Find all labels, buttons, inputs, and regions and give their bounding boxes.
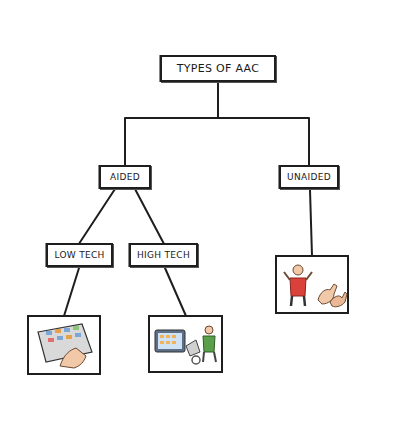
node-label: HIGH TECH	[137, 250, 190, 260]
unaided-picture	[276, 256, 348, 313]
tree-connector	[80, 189, 116, 243]
category-box: AIDED	[99, 165, 151, 189]
node-label: UNAIDED	[287, 172, 331, 182]
high-tech-picture	[149, 316, 222, 372]
node-label: TYPES OF AAC	[177, 62, 259, 75]
node-label: LOW TECH	[54, 250, 104, 260]
tree-connector	[135, 189, 164, 243]
root-box: TYPES OF AAC	[160, 55, 276, 82]
subcategory-box: LOW TECH	[46, 243, 113, 267]
node-label: AIDED	[110, 172, 140, 182]
tree-connector	[218, 82, 309, 165]
subcategory-box: HIGH TECH	[129, 243, 198, 267]
low-tech-picture	[28, 316, 100, 374]
tree-connector	[125, 82, 218, 165]
category-box: UNAIDED	[279, 165, 339, 189]
